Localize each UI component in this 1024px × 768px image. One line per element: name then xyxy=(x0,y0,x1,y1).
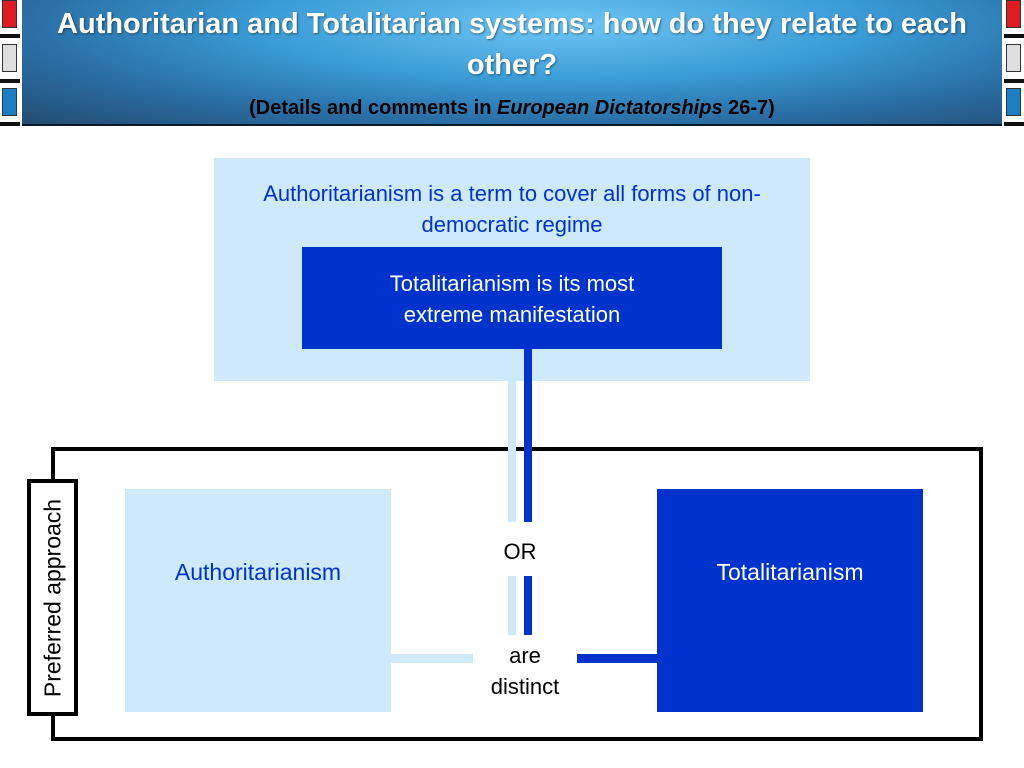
umbrella-text: Authoritarianism is a term to cover all … xyxy=(263,181,761,237)
preferred-approach-tab: Preferred approach xyxy=(27,479,78,716)
left-decor-bars xyxy=(0,0,20,128)
red-square-icon xyxy=(1006,0,1021,28)
totalitarianism-label: Totalitarianism xyxy=(716,559,864,585)
blue-square-icon xyxy=(2,88,17,116)
authoritarianism-label: Authoritarianism xyxy=(174,559,342,585)
or-label: OR xyxy=(488,522,552,576)
subset-text: Totalitarianism is its most extreme mani… xyxy=(389,271,635,327)
right-decor-bars xyxy=(1004,0,1024,128)
divider xyxy=(1004,122,1024,126)
book-title: European Dictatorships xyxy=(496,97,723,119)
divider xyxy=(0,122,20,126)
grey-square-icon xyxy=(2,44,17,72)
grey-square-icon xyxy=(1006,44,1021,72)
light-vertical-connector xyxy=(508,381,516,635)
are-distinct-label: are distinct xyxy=(473,640,577,702)
slide-title: Authoritarian and Totalitarian systems: … xyxy=(57,8,967,81)
are-text: are xyxy=(509,643,541,668)
authoritarianism-box: Authoritarianism xyxy=(125,489,391,712)
totalitarianism-subset-box: Totalitarianism is its most extreme mani… xyxy=(302,247,722,349)
divider xyxy=(1004,79,1024,83)
preferred-approach-label: Preferred approach xyxy=(39,498,65,697)
slide-subtitle: (Details and comments in European Dictat… xyxy=(22,96,1002,120)
totalitarianism-box: Totalitarianism xyxy=(657,489,923,712)
dark-horizontal-connector xyxy=(577,654,657,663)
dark-vertical-connector xyxy=(524,349,532,635)
subtitle-suffix: 26-7) xyxy=(722,97,775,119)
red-square-icon xyxy=(2,0,17,28)
subtitle-prefix: (Details and comments in xyxy=(249,97,497,119)
slide-header: Authoritarian and Totalitarian systems: … xyxy=(22,0,1002,126)
distinct-text: distinct xyxy=(490,674,560,699)
divider xyxy=(0,79,20,83)
blue-square-icon xyxy=(1006,88,1021,116)
divider xyxy=(0,34,20,38)
light-horizontal-connector xyxy=(391,654,473,663)
divider xyxy=(1004,34,1024,38)
